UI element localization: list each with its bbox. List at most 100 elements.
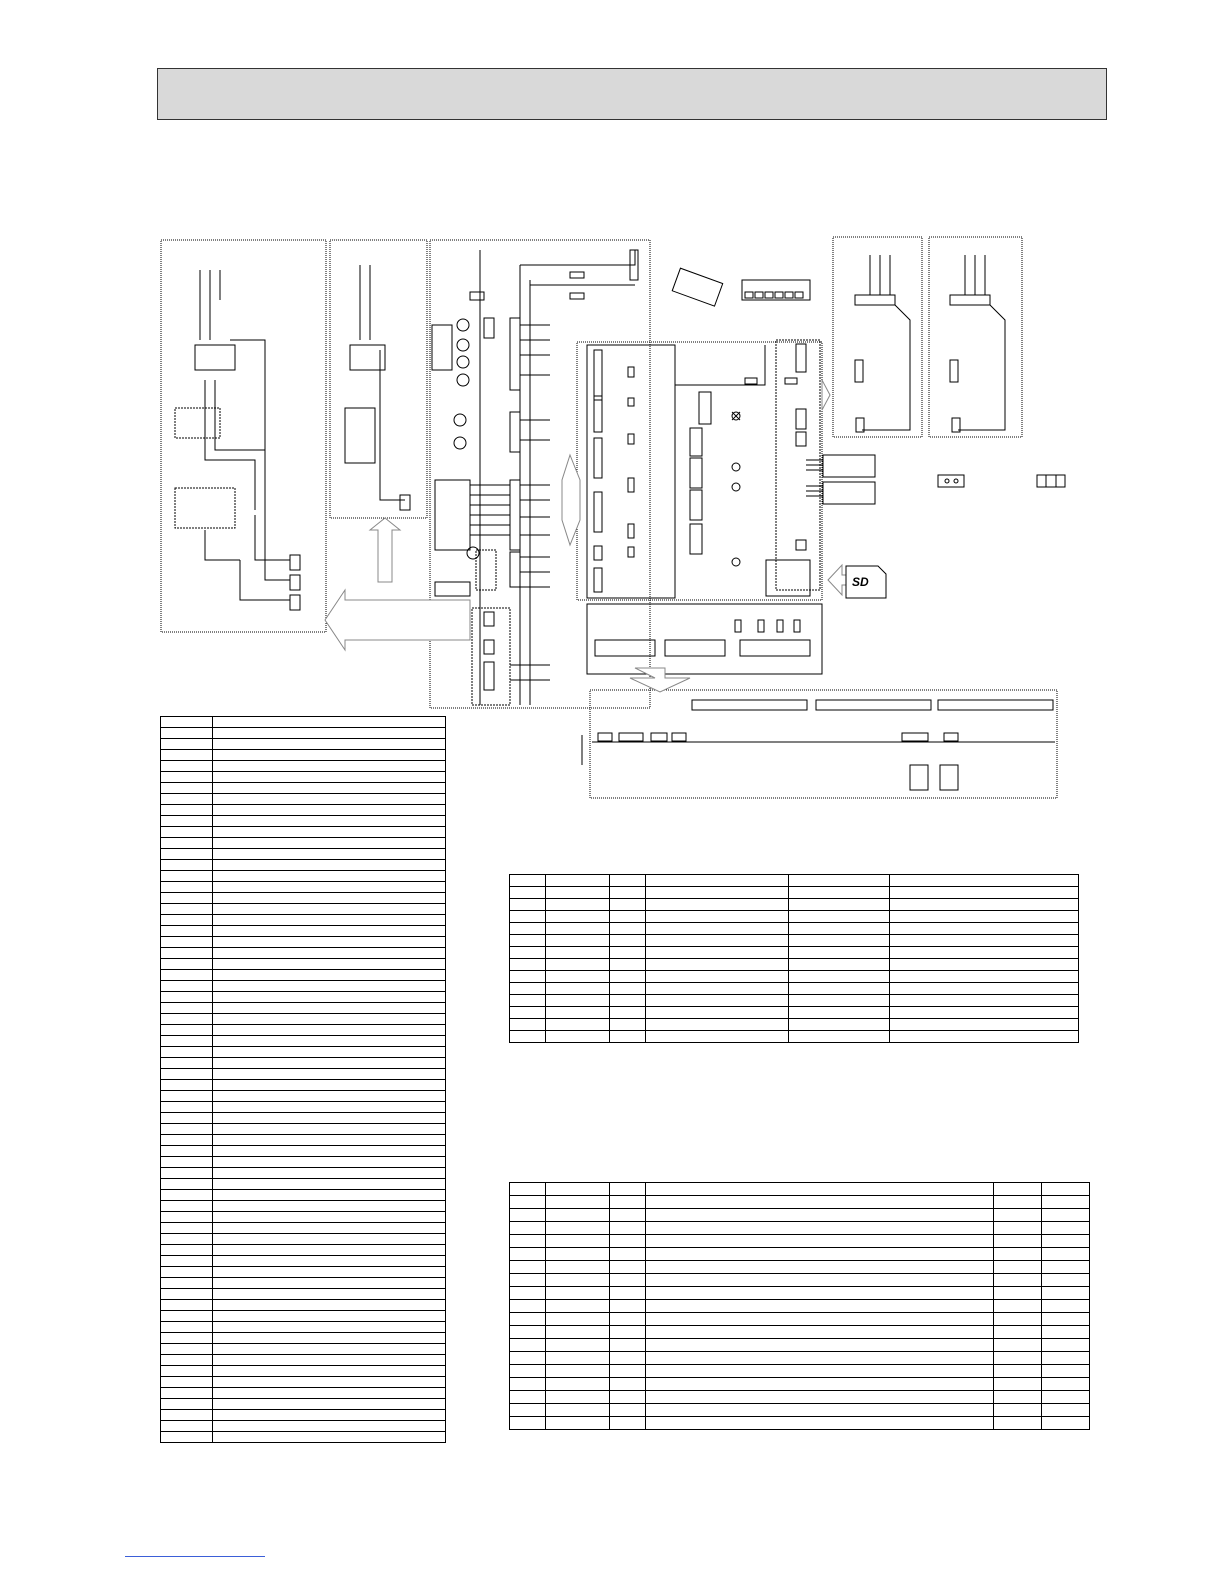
- table-cell: [993, 1377, 1042, 1391]
- table-row: [160, 848, 446, 860]
- table-cell: [609, 1312, 646, 1326]
- table-cell: [509, 1299, 546, 1313]
- table-cell: [160, 1101, 213, 1113]
- table-cell: [788, 1018, 890, 1031]
- settings-table: [509, 1182, 1090, 1430]
- table-cell: [645, 1273, 994, 1287]
- table-cell: [160, 1178, 213, 1190]
- table-cell: [212, 947, 446, 959]
- table-row: [160, 1431, 446, 1443]
- table-cell: [160, 826, 213, 838]
- table-cell: [889, 910, 1079, 923]
- table-row: [509, 874, 1079, 887]
- table-cell: [1041, 1403, 1090, 1417]
- table-cell: [160, 1310, 213, 1322]
- table-cell: [545, 1377, 610, 1391]
- table-cell: [212, 991, 446, 1003]
- table-cell: [645, 1221, 994, 1235]
- table-row: [509, 910, 1079, 923]
- table-cell: [1041, 1208, 1090, 1222]
- table-cell: [788, 958, 890, 971]
- table-cell: [1041, 1182, 1090, 1196]
- table-cell: [609, 1273, 646, 1287]
- table-row: [160, 1332, 446, 1344]
- table-row: [160, 881, 446, 893]
- table-cell: [545, 1221, 610, 1235]
- table-row: [509, 1260, 1090, 1274]
- table-cell: [509, 958, 546, 971]
- table-row: [509, 1221, 1090, 1235]
- table-cell: [545, 1364, 610, 1378]
- table-row: [160, 1343, 446, 1355]
- table-cell: [160, 881, 213, 893]
- table-cell: [645, 1390, 994, 1404]
- table-cell: [788, 886, 890, 899]
- table-cell: [645, 1208, 994, 1222]
- table-cell: [212, 738, 446, 750]
- table-cell: [889, 946, 1079, 959]
- table-cell: [993, 1247, 1042, 1261]
- table-row: [160, 760, 446, 772]
- table-cell: [645, 874, 789, 887]
- table-cell: [509, 1221, 546, 1235]
- table-row: [160, 1299, 446, 1311]
- table-cell: [788, 1030, 890, 1043]
- table-cell: [509, 874, 546, 887]
- table-cell: [993, 1234, 1042, 1248]
- footer-link-underline[interactable]: [125, 1556, 265, 1558]
- table-cell: [1041, 1390, 1090, 1404]
- table-cell: [160, 1244, 213, 1256]
- table-row: [509, 1006, 1079, 1019]
- table-row: [160, 1145, 446, 1157]
- table-cell: [212, 914, 446, 926]
- table-cell: [160, 1112, 213, 1124]
- table-cell: [212, 793, 446, 805]
- io-strip: [581, 689, 1058, 799]
- table-cell: [609, 934, 646, 947]
- table-cell: [545, 1182, 610, 1196]
- table-cell: [509, 1195, 546, 1209]
- table-cell: [889, 970, 1079, 983]
- table-cell: [545, 1234, 610, 1248]
- table-row: [160, 1354, 446, 1366]
- table-row: [509, 946, 1079, 959]
- table-cell: [509, 1182, 546, 1196]
- table-cell: [160, 1354, 213, 1366]
- table-row: [160, 1321, 446, 1333]
- table-cell: [212, 881, 446, 893]
- table-cell: [212, 1266, 446, 1278]
- table-row: [509, 898, 1079, 911]
- table-cell: [160, 1431, 213, 1443]
- table-row: [160, 1266, 446, 1278]
- table-cell: [212, 1332, 446, 1344]
- table-cell: [545, 1195, 610, 1209]
- table-row: [509, 1208, 1090, 1222]
- table-cell: [609, 910, 646, 923]
- table-cell: [160, 914, 213, 926]
- table-cell: [160, 837, 213, 849]
- table-cell: [645, 1182, 994, 1196]
- table-row: [160, 1046, 446, 1058]
- table-cell: [545, 934, 610, 947]
- table-cell: [645, 1416, 994, 1430]
- table-cell: [212, 1211, 446, 1223]
- table-cell: [509, 922, 546, 935]
- table-row: [160, 749, 446, 761]
- table-cell: [160, 1167, 213, 1179]
- table-cell: [645, 1030, 789, 1043]
- table-row: [160, 1222, 446, 1234]
- table-cell: [160, 1090, 213, 1102]
- table-cell: [1041, 1299, 1090, 1313]
- table-cell: [545, 886, 610, 899]
- table-row: [160, 1112, 446, 1124]
- table-cell: [993, 1286, 1042, 1300]
- table-cell: [1041, 1351, 1090, 1365]
- table-row: [160, 1376, 446, 1388]
- table-cell: [545, 1247, 610, 1261]
- table-cell: [212, 859, 446, 871]
- table-cell: [160, 1365, 213, 1377]
- table-cell: [160, 859, 213, 871]
- table-cell: [609, 1247, 646, 1261]
- table-cell: [993, 1390, 1042, 1404]
